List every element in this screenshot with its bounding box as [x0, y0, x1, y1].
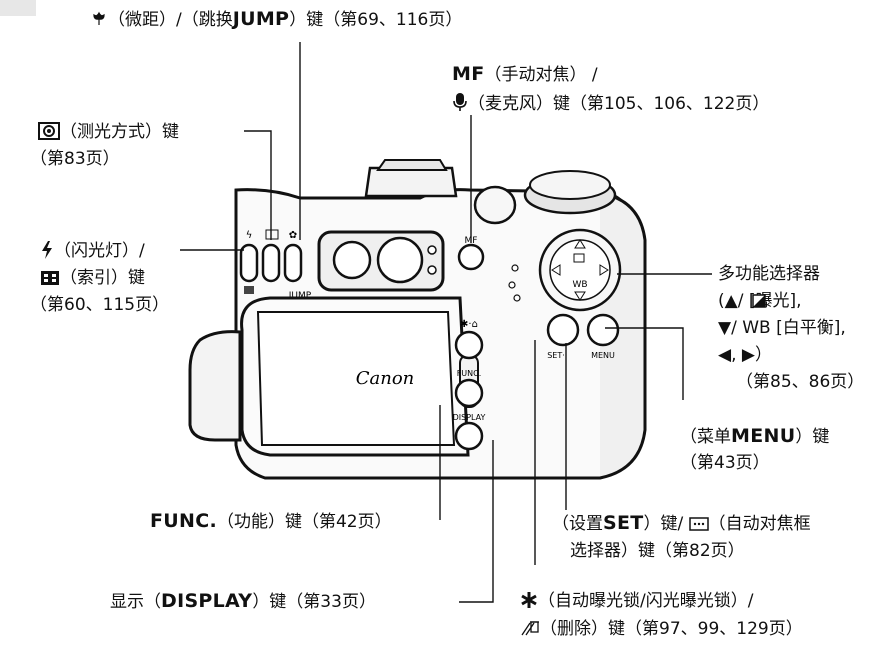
svg-text:FUNC.: FUNC.: [457, 369, 482, 378]
label-metering-page: （第83页）: [30, 148, 120, 170]
label-menu: （菜单MENU）键: [680, 425, 829, 448]
svg-text:ϟ: ϟ: [246, 230, 253, 241]
set-text1: （设置: [552, 514, 603, 534]
metering-text1: （测光方式）键: [60, 122, 179, 142]
func-bold: FUNC.: [150, 510, 217, 532]
metering-icon: [38, 122, 60, 140]
ae-text1: （自动曝光锁/闪光曝光锁）/: [538, 591, 754, 611]
label-microphone: （麦克风）键（第105、106、122页）: [452, 92, 769, 115]
menu-text1: （菜单: [680, 427, 731, 447]
mf-text1: （手动对焦） /: [484, 65, 598, 85]
macro-jump-bold: JUMP: [232, 8, 290, 30]
label-func: FUNC.（功能）键（第42页）: [150, 510, 392, 533]
display-text2: ）键（第33页）: [252, 592, 376, 612]
set-text3: （自动对焦框: [708, 514, 811, 534]
label-multi-selector: 多功能选择器: [718, 263, 820, 285]
set-text4: 选择器）键（第82页）: [570, 541, 745, 561]
svg-text:✱·⌂: ✱·⌂: [460, 319, 478, 330]
svg-text:Canon: Canon: [356, 368, 415, 389]
label-multi-page: （第85、86页）: [736, 371, 864, 393]
flash-text2: （索引）键: [60, 268, 145, 288]
macro-text2: ）键（第69、116页）: [289, 10, 463, 30]
label-multi-exposure: (▲/ [曝光],: [718, 290, 802, 312]
label-erase: （删除）键（第97、99、129页）: [520, 618, 803, 640]
label-display: 显示（DISPLAY）键（第33页）: [110, 590, 376, 613]
mf-text2: （麦克风）键（第105、106、122页）: [468, 94, 770, 114]
label-set-page: 选择器）键（第82页）: [570, 540, 745, 562]
macro-flower-icon: [93, 11, 105, 25]
label-metering: （测光方式）键: [38, 121, 179, 143]
menu-text3: （第43页）: [680, 453, 770, 473]
label-menu-page: （第43页）: [680, 452, 770, 474]
metering-text2: （第83页）: [30, 149, 120, 169]
label-multi-arrows: ◀, ▶）: [718, 344, 772, 366]
svg-text:MENU: MENU: [591, 351, 615, 360]
set-text2: ）键/: [643, 514, 684, 534]
menu-bold: MENU: [731, 425, 796, 447]
label-ae-lock: （自动曝光锁/闪光曝光锁）/: [520, 590, 753, 612]
display-text1: 显示（: [110, 592, 161, 612]
label-mf: MF（手动对焦） /: [452, 63, 598, 86]
erase-trash-icon: [521, 621, 539, 636]
svg-text:✿: ✿: [289, 230, 297, 241]
svg-text:SET·: SET·: [547, 351, 565, 360]
label-flash-page: （第60、115页）: [30, 294, 169, 316]
flash-text1: （闪光灯）/: [54, 241, 145, 261]
exposure-comp-icon: [752, 294, 766, 308]
macro-text1: （微距）/（跳换: [108, 10, 233, 30]
multi-line5: （第85、86页）: [736, 372, 865, 392]
corner-mark: [0, 0, 36, 16]
func-text: （功能）键（第42页）: [216, 512, 392, 532]
multi-line4: ◀, ▶）: [718, 345, 772, 365]
svg-text:JUMP: JUMP: [288, 291, 312, 301]
flash-icon: [42, 241, 52, 259]
multi-line3: ▼/ WB [白平衡],: [718, 318, 846, 338]
menu-text2: ）键: [795, 427, 830, 447]
mf-bold: MF: [452, 63, 485, 85]
display-bold: DISPLAY: [161, 590, 253, 612]
flash-text3: （第60、115页）: [30, 295, 170, 315]
set-bold: SET: [603, 512, 644, 534]
af-frame-icon: [688, 517, 709, 531]
label-macro-jump: （微距）/（跳换JUMP）键（第69、116页）: [90, 8, 462, 31]
ae-text2: （删除）键（第97、99、129页）: [540, 619, 803, 639]
label-set: （设置SET）键/ （自动对焦框: [552, 512, 811, 535]
svg-text:DISPLAY: DISPLAY: [453, 413, 486, 422]
index-grid-icon: [41, 271, 59, 285]
microphone-icon: [453, 93, 467, 111]
asterisk-icon: [521, 592, 537, 608]
label-index: （索引）键: [40, 267, 145, 289]
label-flash: （闪光灯）/: [40, 240, 145, 262]
label-multi-wb: ▼/ WB [白平衡],: [718, 317, 846, 339]
svg-text:WB: WB: [572, 280, 587, 290]
multi-line1: 多功能选择器: [718, 264, 820, 284]
